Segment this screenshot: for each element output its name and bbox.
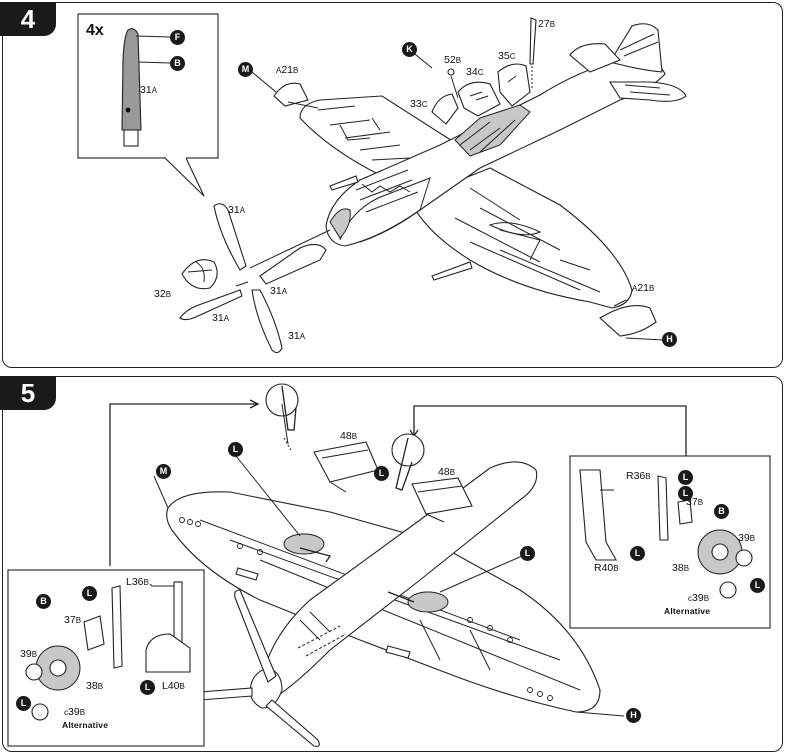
callout-l-inset-2: L <box>140 680 155 695</box>
part-32b-spinner <box>181 259 218 290</box>
callout-l-rinset-3: L <box>630 546 645 561</box>
step-5-number: 5 <box>0 376 56 410</box>
label-a21b-top: A21B <box>276 64 299 76</box>
label-48b-left: 48B <box>340 430 358 442</box>
label-c39b-right: c39B <box>688 592 710 604</box>
label-31a-bottom: 31A <box>288 330 306 342</box>
step4-tailplane-left <box>569 43 621 73</box>
blade-31a-2 <box>179 289 243 321</box>
label-33c: 33C <box>410 98 428 110</box>
label-r40b: R40B <box>594 562 619 574</box>
label-32b: 32B <box>154 288 172 300</box>
label-38b-right: 38B <box>672 562 690 574</box>
inset-quantity: 4x <box>86 22 104 39</box>
part-l40b <box>145 633 191 673</box>
label-37b-right: 37B <box>686 496 704 508</box>
callout-l-rinset-2: L <box>678 486 693 501</box>
label-r36b: R36B <box>626 470 651 482</box>
callout-l-1: L <box>228 442 243 457</box>
part-a21b-bottom <box>599 305 657 337</box>
callout-k: K <box>402 42 417 57</box>
part-35c-rear-canopy <box>497 63 531 107</box>
label-39b-left: 39B <box>20 648 38 660</box>
part-37b-left <box>83 615 105 651</box>
label-31a-mid: 31A <box>270 285 288 297</box>
callout-h: H <box>662 332 677 347</box>
right-wheel-well <box>407 591 449 613</box>
label-l40b: L40B <box>162 680 185 692</box>
part-r40b <box>579 469 617 561</box>
part-c39b-right <box>719 581 737 599</box>
part-27b-antenna <box>529 17 537 65</box>
label-27b: 27B <box>538 18 556 30</box>
label-a21b-bottom: A21B <box>632 282 655 294</box>
label-37b-left: 37B <box>64 614 82 626</box>
callout-l-3: L <box>520 546 535 561</box>
label-31a-left: 31A <box>212 312 230 324</box>
step4-tailplane-right <box>609 81 687 102</box>
step4-right-wing <box>409 167 633 309</box>
callout-m: M <box>238 62 253 77</box>
step-4-number: 4 <box>0 2 56 36</box>
label-39b-right: 39B <box>738 532 756 544</box>
blade-31a-4 <box>259 243 327 285</box>
step5-fuselage-underside <box>259 461 538 701</box>
label-l36b: L36B <box>126 576 149 588</box>
blade-31a-1 <box>213 203 247 271</box>
callout-l-rinset-1: L <box>678 470 693 485</box>
alternative-label-right: Alternative <box>664 606 711 616</box>
left-wheel-well <box>283 533 325 555</box>
part-r36b <box>657 475 669 541</box>
label-52b: 52B <box>444 54 462 66</box>
propeller-blade-inset-box <box>77 13 219 159</box>
callout-f: F <box>170 30 185 45</box>
callout-l-rinset-4: L <box>750 578 765 593</box>
callout-l-inset-3: L <box>16 696 31 711</box>
label-38b-left: 38B <box>86 680 104 692</box>
callout-b-inset-right: B <box>714 504 729 519</box>
callout-b-inset-left: B <box>36 594 51 609</box>
label-35c: 35C <box>498 50 516 62</box>
part-52b <box>447 68 455 76</box>
part-39b-right <box>735 549 753 567</box>
callout-l-2: L <box>374 466 389 481</box>
step5-wheel-left <box>265 383 299 417</box>
callout-h-step5: H <box>626 708 641 723</box>
callout-b: B <box>170 56 185 71</box>
callout-l-inset-1: L <box>82 586 97 601</box>
alternative-label-left: Alternative <box>62 720 109 730</box>
part-c39b-left <box>31 703 49 721</box>
callout-m-step5: M <box>156 464 171 479</box>
label-31a-top: 31A <box>228 204 246 216</box>
part-39b-left <box>25 663 43 681</box>
part-l36b <box>111 585 123 669</box>
part-33c-windscreen <box>431 93 459 125</box>
inset-part-label: 31A <box>140 84 158 96</box>
step5-wheel-right <box>391 433 425 467</box>
label-34c: 34C <box>466 66 484 78</box>
label-c39b-left: c39B <box>64 706 86 718</box>
part-48b-left-door <box>313 441 379 483</box>
blade-31a-3 <box>251 289 283 354</box>
label-48b-right: 48B <box>438 466 456 478</box>
part-a21b-top <box>273 82 309 107</box>
